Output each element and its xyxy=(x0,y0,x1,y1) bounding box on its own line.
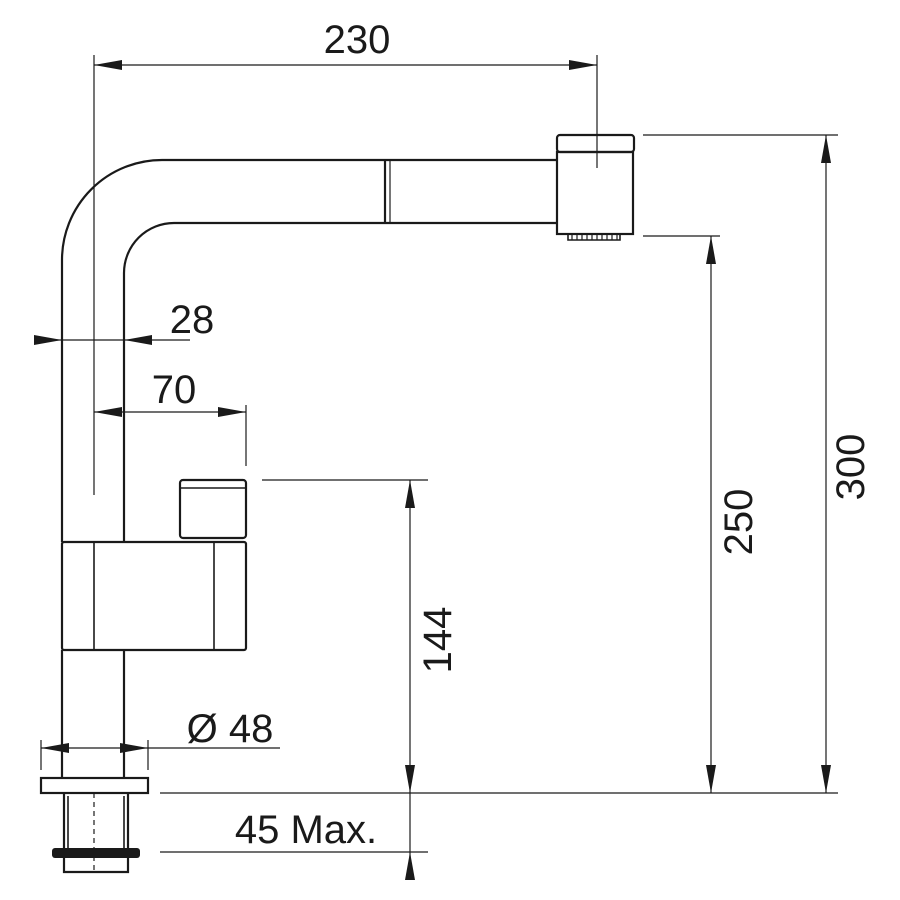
spout-outer-edge xyxy=(60,158,558,542)
faucet-outline xyxy=(39,133,636,874)
shank-nut xyxy=(52,848,140,858)
label-45-max: 45 Max. xyxy=(235,808,377,852)
label-144: 144 xyxy=(416,607,460,674)
dimension-labels: 230 28 70 Ø 48 45 Max. 144 250 300 xyxy=(152,18,873,852)
base-plate xyxy=(39,776,150,795)
label-300: 300 xyxy=(829,434,873,501)
label-230: 230 xyxy=(324,18,391,62)
label-28: 28 xyxy=(170,298,215,342)
body-housing xyxy=(60,540,248,652)
spray-head-cap xyxy=(555,133,636,154)
label-250: 250 xyxy=(717,489,761,556)
extension-lines xyxy=(40,55,838,853)
spray-head-body xyxy=(555,150,635,236)
dimension-lines xyxy=(34,60,831,880)
label-70: 70 xyxy=(152,368,197,412)
spray-head-aerator xyxy=(567,234,621,241)
label-diameter-48: Ø 48 xyxy=(187,707,274,751)
mounting-shank xyxy=(62,793,130,874)
spout-inner-edge xyxy=(122,221,558,542)
lever-handle xyxy=(178,478,248,540)
aerator-grille xyxy=(571,234,618,240)
